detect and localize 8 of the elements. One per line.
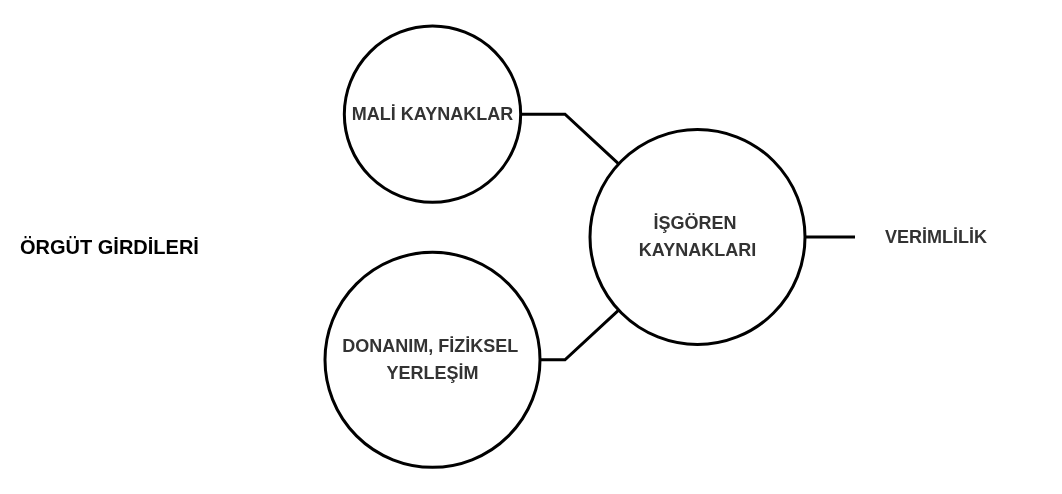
node-circle: MALİ KAYNAKLAR	[342, 24, 523, 205]
node-circle: DONANIM, FİZİKSEL YERLEŞİM	[323, 251, 542, 470]
connector	[540, 309, 620, 362]
note-text: ÖRGÜT GİRDİLERİ	[20, 235, 199, 259]
node-text: VERİMLİLİK	[885, 226, 987, 247]
connector	[520, 113, 620, 166]
node-circle: İŞGÖREN KAYNAKLARI	[588, 128, 807, 347]
connector	[805, 235, 855, 239]
